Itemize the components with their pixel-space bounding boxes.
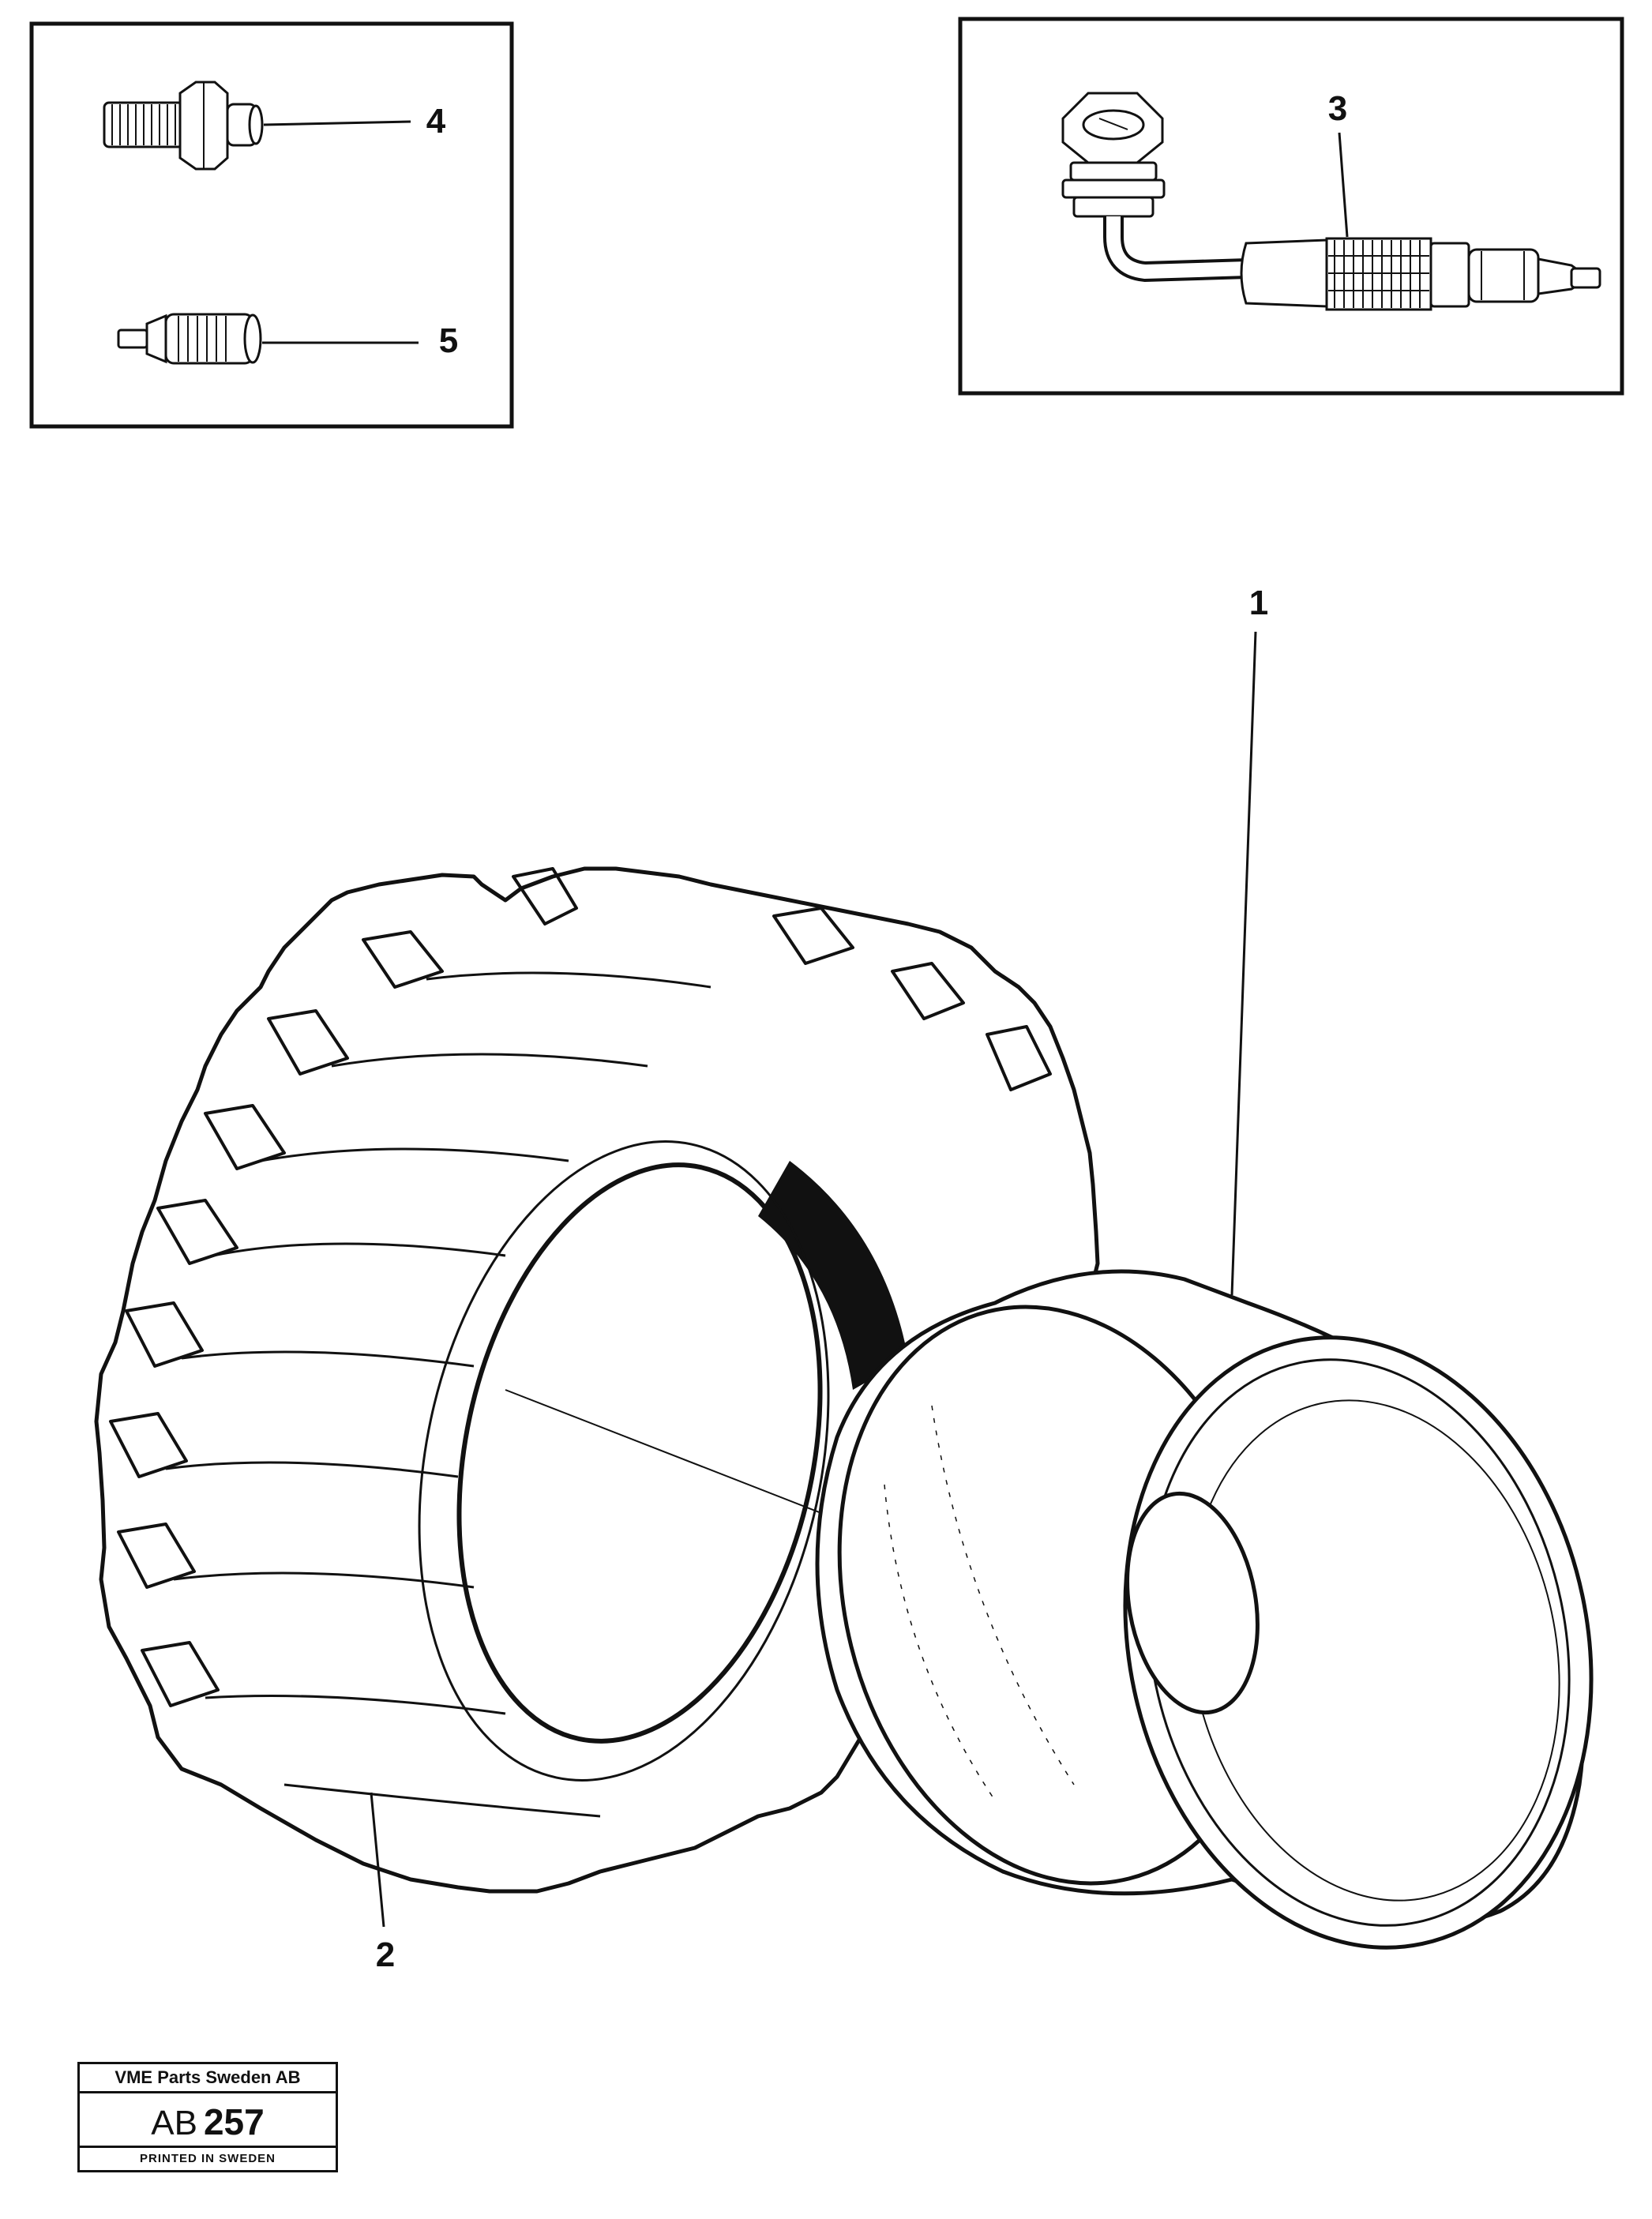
stamp-code-prefix: AB xyxy=(151,2104,197,2142)
inset-angled-valve: 3 xyxy=(958,17,1624,396)
leader-line-3 xyxy=(1338,132,1349,238)
stamp-company: VME Parts Sweden AB xyxy=(80,2064,336,2093)
leader-line-2 xyxy=(370,1792,385,1928)
callout-3: 3 xyxy=(1328,89,1347,128)
callout-4: 4 xyxy=(426,102,446,141)
inset-frame-right xyxy=(958,17,1624,396)
valve-cap-icon xyxy=(117,313,262,365)
inset-frame-left xyxy=(29,21,514,429)
callout-2: 2 xyxy=(376,1936,395,1974)
angled-valve-icon xyxy=(1061,92,1601,311)
valve-adapter-icon xyxy=(103,81,264,171)
inset-valve-parts: 4 5 xyxy=(29,21,514,429)
leader-line-1 xyxy=(1230,631,1257,1296)
stamp-code-number: 257 xyxy=(203,2101,265,2142)
rim-icon xyxy=(815,1269,1594,1950)
leader-line-4 xyxy=(263,120,411,126)
stamp-printed: PRINTED IN SWEDEN xyxy=(80,2146,336,2170)
callout-1: 1 xyxy=(1249,584,1268,622)
callout-5: 5 xyxy=(439,321,458,360)
